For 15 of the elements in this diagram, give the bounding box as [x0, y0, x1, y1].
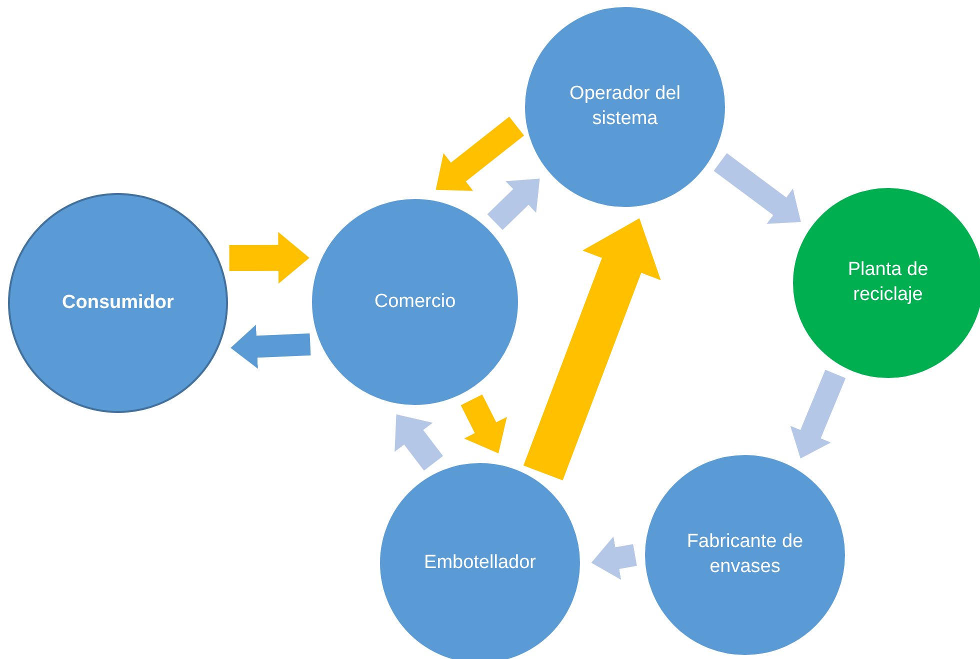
node-label: Planta de reciclaje	[846, 258, 930, 307]
block-arrow	[436, 116, 524, 191]
block-arrow	[487, 178, 540, 230]
node-label: Consumidor	[62, 290, 174, 315]
block-arrow	[394, 414, 444, 471]
block-arrow	[714, 153, 801, 224]
block-arrow	[460, 394, 507, 454]
node-label: Embotellador	[424, 550, 536, 575]
block-arrow	[523, 218, 661, 480]
block-arrow	[790, 370, 846, 459]
node-label: Operador del sistema	[568, 82, 682, 131]
node-label: Comercio	[374, 290, 456, 314]
block-arrow	[230, 324, 311, 369]
block-arrow	[229, 232, 310, 284]
node-label: Fabricante de envases	[686, 530, 804, 579]
